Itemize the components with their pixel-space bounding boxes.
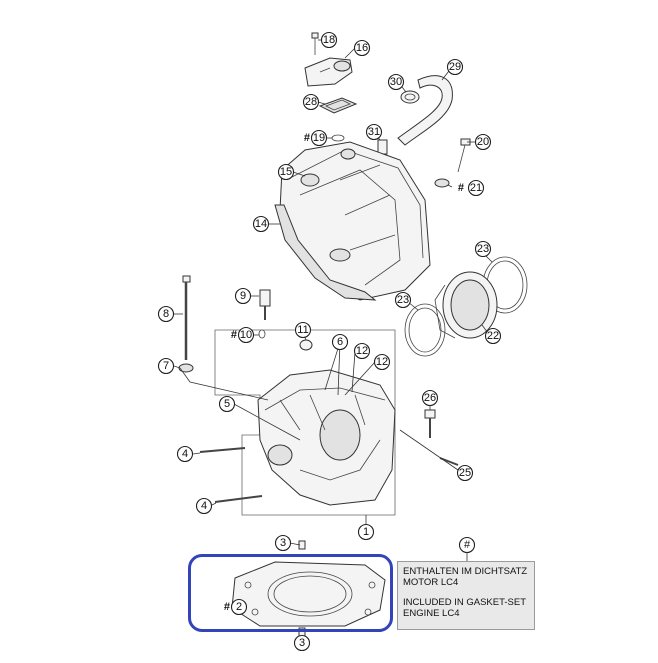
callout-4-lower-label: 4 bbox=[201, 500, 207, 512]
callout-19-label: 19 bbox=[313, 132, 325, 144]
callout-21-label: 21 bbox=[470, 182, 482, 194]
callout-26: 26 bbox=[421, 389, 439, 407]
callout-hash-key-label: # bbox=[464, 539, 471, 551]
callout-10-label: 10 bbox=[240, 329, 252, 341]
callout-4-upper: 4 bbox=[176, 445, 194, 463]
callout-23-upper-label: 23 bbox=[477, 243, 489, 255]
callout-29-label: 29 bbox=[449, 61, 461, 73]
callout-16-label: 16 bbox=[356, 42, 368, 54]
callout-8-label: 8 bbox=[163, 308, 169, 320]
callout-6: 6 bbox=[331, 333, 349, 351]
part-19-o-ring bbox=[331, 134, 345, 142]
part-18-bolt bbox=[311, 32, 319, 55]
callout-23-lower: 23 bbox=[394, 291, 412, 309]
callout-4-lower: 4 bbox=[195, 497, 213, 515]
part-14-valve-cover bbox=[274, 141, 431, 301]
callout-20: 20 bbox=[474, 133, 492, 151]
note-line-1: ENTHALTEN IM DICHTSATZ bbox=[403, 566, 528, 577]
callout-28-label: 28 bbox=[305, 96, 317, 108]
part-30-hose-clamp bbox=[400, 90, 420, 104]
callout-3-upper: 3 bbox=[274, 534, 292, 552]
callout-21-hash: # bbox=[458, 182, 464, 194]
part-22-intake-manifold bbox=[434, 271, 498, 339]
callout-25: 25 bbox=[456, 464, 474, 482]
gasket-highlight-frame bbox=[188, 554, 393, 632]
callout-22-label: 22 bbox=[487, 330, 499, 342]
callout-16: 16 bbox=[353, 39, 371, 57]
callout-31-label: 31 bbox=[368, 126, 380, 138]
callout-21: #21 bbox=[458, 179, 485, 197]
callout-25-label: 25 bbox=[459, 467, 471, 479]
callout-23-lower-label: 23 bbox=[397, 294, 409, 306]
callout-11-label: 11 bbox=[297, 324, 308, 336]
callout-3-upper-label: 3 bbox=[280, 537, 286, 549]
callout-2: #2 bbox=[224, 598, 248, 616]
callout-9: 9 bbox=[234, 287, 252, 305]
callout-1: 1 bbox=[357, 523, 375, 541]
callout-30-label: 30 bbox=[390, 76, 402, 88]
callout-3-lower: 3 bbox=[293, 634, 311, 652]
part-7-washer bbox=[178, 363, 194, 373]
callout-19: #19 bbox=[304, 129, 328, 147]
part-28-gasket bbox=[318, 97, 358, 114]
callout-4-upper-label: 4 bbox=[182, 448, 188, 460]
callout-3-lower-label: 3 bbox=[299, 637, 305, 649]
part-23-clamp-lower bbox=[404, 303, 446, 357]
part-4-bolt-lower bbox=[214, 495, 263, 503]
callout-23-upper: 23 bbox=[474, 240, 492, 258]
callout-18-label: 18 bbox=[323, 34, 335, 46]
callout-2-hash: # bbox=[224, 601, 230, 613]
callout-14-label: 14 bbox=[255, 218, 267, 230]
part-21-washer bbox=[434, 178, 450, 188]
callout-5-label: 5 bbox=[224, 398, 230, 410]
part-25-screw bbox=[439, 457, 459, 466]
callout-2-label: 2 bbox=[236, 601, 242, 613]
part-20-bolt bbox=[457, 138, 471, 173]
part-29-hose bbox=[397, 75, 453, 146]
callout-20-label: 20 bbox=[477, 136, 489, 148]
callout-12-upper-label: 12 bbox=[356, 345, 368, 357]
callout-9-label: 9 bbox=[240, 290, 246, 302]
part-1-cylinder-head bbox=[214, 329, 396, 516]
part-10-o-ring bbox=[258, 329, 266, 339]
callout-26-label: 26 bbox=[424, 392, 436, 404]
callout-7: 7 bbox=[157, 357, 175, 375]
part-11-cap bbox=[299, 339, 313, 351]
note-line-3: INCLUDED IN GASKET-SET bbox=[403, 597, 526, 608]
part-4-bolt-upper bbox=[199, 447, 246, 453]
callout-22: 22 bbox=[484, 327, 502, 345]
part-8-stud bbox=[182, 275, 191, 360]
callout-28: 28 bbox=[302, 93, 320, 111]
callout-15: 15 bbox=[277, 163, 295, 181]
callout-18: 18 bbox=[320, 31, 338, 49]
callout-1-label: 1 bbox=[363, 526, 369, 538]
callout-19-hash: # bbox=[304, 132, 310, 144]
callout-15-label: 15 bbox=[280, 166, 292, 178]
callout-10: #10 bbox=[231, 326, 255, 344]
callout-5: 5 bbox=[218, 395, 236, 413]
callout-7-label: 7 bbox=[163, 360, 169, 372]
callout-30: 30 bbox=[387, 73, 405, 91]
callout-14: 14 bbox=[252, 215, 270, 233]
callout-31: 31 bbox=[365, 123, 383, 141]
callout-hash-key: # bbox=[458, 536, 476, 554]
note-spacer bbox=[403, 588, 529, 597]
callout-12-lower-label: 12 bbox=[376, 356, 388, 368]
callout-29: 29 bbox=[446, 58, 464, 76]
part-9-sensor bbox=[259, 289, 271, 320]
callout-6-label: 6 bbox=[337, 336, 343, 348]
callout-8: 8 bbox=[157, 305, 175, 323]
callout-10-hash: # bbox=[231, 329, 237, 341]
callout-12-upper: 12 bbox=[353, 342, 371, 360]
part-16-thermostat-housing bbox=[304, 57, 353, 87]
note-line-2: MOTOR LC4 bbox=[403, 577, 459, 588]
part-26-bolt bbox=[424, 409, 436, 438]
callout-11: 11 bbox=[294, 321, 312, 339]
callout-12-lower: 12 bbox=[373, 353, 391, 371]
note-line-4: ENGINE LC4 bbox=[403, 608, 460, 619]
gasket-set-note: ENTHALTEN IM DICHTSATZ MOTOR LC4 INCLUDE… bbox=[397, 561, 535, 630]
